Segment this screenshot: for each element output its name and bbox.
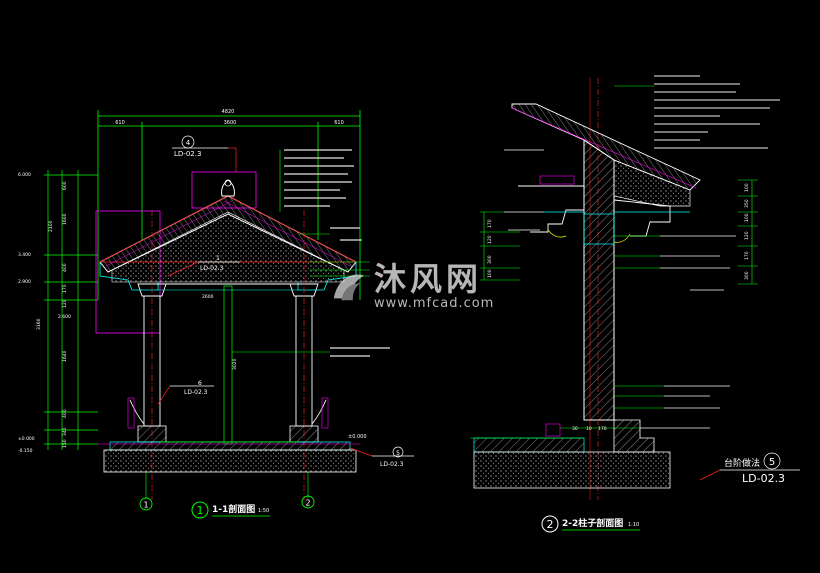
inner-opening: [223, 285, 233, 445]
opening-dim-b: 3020: [232, 358, 238, 370]
svg-text:400: 400: [62, 409, 68, 418]
section2-left-dims: [480, 211, 520, 281]
svg-text:100: 100: [744, 183, 750, 192]
overall-dim-text: 4820: [222, 109, 235, 115]
section-2-title-text: 2-2柱子剖面图: [562, 517, 623, 529]
svg-text:120: 120: [62, 299, 68, 308]
svg-text:±0.000: ±0.000: [18, 436, 35, 442]
svg-text:170: 170: [62, 284, 68, 293]
roof-annotation-notes: [284, 149, 390, 357]
svg-text:170: 170: [487, 219, 493, 228]
base-foundation: [98, 441, 360, 473]
svg-text:1600: 1600: [62, 213, 68, 225]
svg-text:6: 6: [198, 380, 202, 387]
section-1-scale: 1:50: [258, 508, 269, 514]
section2-base: [470, 419, 671, 489]
detail-ref-mid: 1 LD-02.3: [167, 255, 240, 277]
svg-text:170: 170: [744, 251, 750, 260]
svg-text:350: 350: [744, 199, 750, 208]
svg-text:-0.150: -0.150: [18, 448, 33, 454]
svg-text:340: 340: [62, 427, 68, 436]
left-bench-post: [127, 397, 135, 429]
left-dim-texts: 600 1600 400 170 120 1640 2100 3160 400 …: [36, 181, 68, 448]
section-1-1: 4820 610 3600 610 600 1600 400 170 120 1…: [18, 109, 414, 519]
left-column: [137, 210, 167, 500]
svg-text:30: 30: [572, 426, 578, 432]
svg-text:300: 300: [744, 271, 750, 280]
svg-text:LD-02.3: LD-02.3: [742, 472, 785, 485]
svg-text:300: 300: [487, 255, 493, 264]
section2-right-dims: [738, 179, 758, 285]
svg-text:LD-02.3: LD-02.3: [174, 150, 201, 158]
right-column: [289, 210, 319, 500]
svg-text:台阶做法: 台阶做法: [724, 457, 760, 469]
detail-ref-base: 5 LD-02.3: [349, 446, 414, 468]
left-dimension-chain: [44, 170, 98, 450]
section2-right-dim-texts: 100 350 100 120 170 300: [744, 183, 750, 280]
svg-text:1: 1: [197, 504, 204, 517]
svg-text:170: 170: [598, 426, 607, 432]
svg-text:3160: 3160: [36, 318, 42, 330]
svg-text:1640: 1640: [62, 350, 68, 362]
axis-bubble-1: [139, 497, 153, 511]
svg-text:100: 100: [744, 213, 750, 222]
top-dim-mid: 3600: [224, 120, 237, 126]
top-dim-left: 610: [115, 120, 125, 126]
svg-text:3.400: 3.400: [18, 252, 31, 258]
top-dimension-chain: [97, 110, 361, 300]
svg-text:2100: 2100: [48, 220, 54, 232]
section-2-2: 170 120 300 100 100 350 100 120 170 300: [470, 75, 800, 533]
right-bench-post: [321, 397, 329, 429]
left-cornice: [518, 175, 585, 238]
base-elevation: ±0.000: [348, 434, 367, 440]
section-2-title: 2 2-2柱子剖面图 1:10: [541, 515, 640, 533]
svg-text:LD-02.3: LD-02.3: [184, 389, 208, 396]
svg-text:LD-02.3: LD-02.3: [200, 265, 224, 272]
svg-text:400: 400: [62, 263, 68, 272]
section2-left-dim-texts: 170 120 300 100: [487, 219, 493, 278]
svg-text:5: 5: [769, 457, 775, 468]
axis-label-1: 1: [143, 501, 148, 510]
svg-text:5: 5: [396, 450, 400, 457]
svg-text:LD-02.3: LD-02.3: [380, 461, 404, 468]
elevation-labels: 6.000 3.400 2.900 2.600 ±0.000 -0.150: [18, 172, 71, 454]
axis-label-2: 2: [305, 499, 310, 508]
svg-text:120: 120: [744, 231, 750, 240]
detail-ref-top: 4 LD-02.3: [172, 135, 237, 172]
section2-mid-notes: [504, 149, 736, 429]
svg-text:10: 10: [586, 426, 592, 432]
svg-text:1: 1: [216, 255, 220, 262]
section2-bottom-dim-texts: 30 10 170: [572, 426, 607, 432]
svg-text:2.600: 2.600: [58, 314, 71, 320]
stair-detail-ref: 台阶做法 5 LD-02.3: [699, 452, 800, 485]
right-bracket: [311, 399, 327, 425]
detail-ref-low: 6 LD-02.3: [157, 380, 214, 405]
svg-text:150: 150: [62, 439, 68, 448]
svg-text:600: 600: [62, 181, 68, 190]
opening-dim-a: 2600: [202, 294, 214, 300]
svg-text:6.000: 6.000: [18, 172, 31, 178]
section-1-title: 1 1-1剖面图 1:50: [191, 501, 270, 519]
svg-text:120: 120: [487, 235, 493, 244]
svg-text:2.900: 2.900: [18, 279, 31, 285]
section2-roof: [511, 103, 701, 207]
beam-band: [583, 213, 615, 245]
section-1-title-text: 1-1剖面图: [212, 503, 255, 515]
top-dim-right: 610: [334, 120, 344, 126]
left-bracket: [129, 399, 145, 425]
svg-text:100: 100: [487, 269, 493, 278]
svg-text:2: 2: [547, 518, 554, 531]
axis-bubble-2: [301, 495, 315, 509]
svg-text:4: 4: [186, 139, 191, 147]
section2-roof-notes: [654, 75, 780, 149]
section-2-scale: 1:10: [628, 522, 639, 528]
